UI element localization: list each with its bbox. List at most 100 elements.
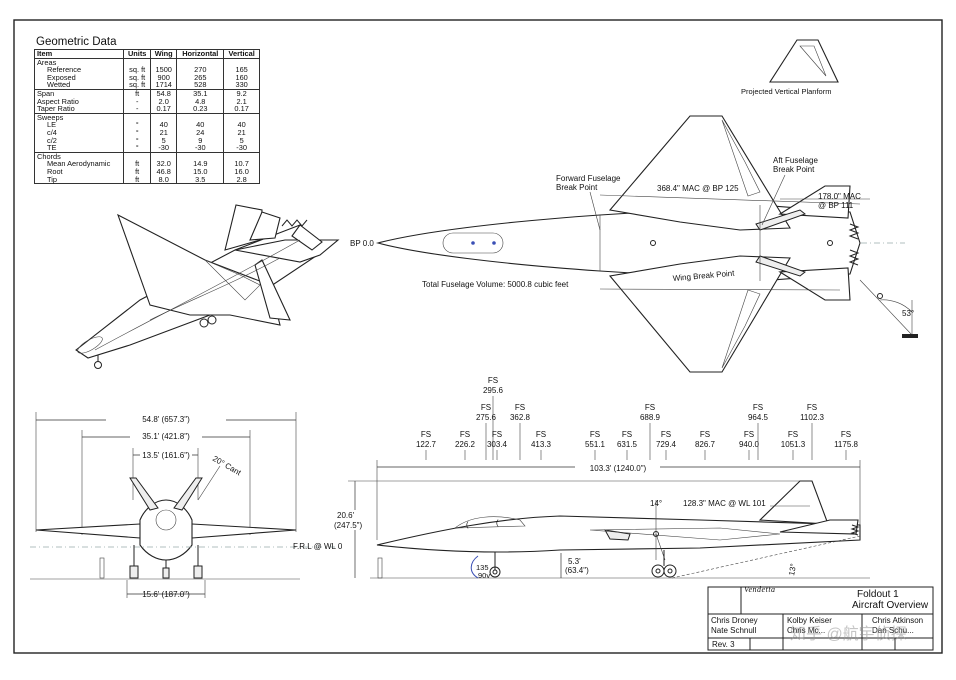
volume-label: Total Fuselage Volume: 5000.8 cubic feet [422,280,569,289]
station-prefix: FS [492,430,502,439]
author-name: Chris Mc... [787,626,826,635]
cell-wing: 1500 [150,66,178,74]
cant-label: 20° Cant [211,454,243,478]
horiz-mac-label-2: @ BP 111 [818,201,854,210]
wing-mac-label: 368.4" MAC @ BP 125 [657,184,739,193]
station-value: 551.1 [585,440,606,449]
station-prefix: FS [661,430,671,439]
cell-item: Tip [33,175,125,185]
cell-wing: 21 [150,129,178,137]
vert-mac-label: 128.3" MAC @ WL 101 [683,499,766,508]
cell-item: LE [33,121,125,129]
station-prefix: FS [622,430,632,439]
author-name: Chris Droney [711,616,758,625]
track-label: 15.6' (187.0") [142,590,190,599]
foldout-label: Foldout 1 [857,589,899,600]
cell-item: TE [33,144,125,153]
cell-horizontal: 14.9 [176,160,225,168]
forward-break-label-2: Break Point [556,183,598,192]
tail-angle-label: 13° [787,563,798,576]
cell-vertical: 0.17 [223,105,260,114]
column-header: Vertical [223,49,260,59]
empty-cell [223,151,260,161]
empty-cell [150,57,178,67]
column-header: Horizontal [176,49,225,59]
rotation-label-1: 135 [476,563,489,572]
svg-text:(: ( [466,520,469,529]
cell-item: Wetted [33,81,125,90]
cell-horizontal: 270 [176,66,225,74]
station-value: 362.8 [510,413,531,422]
cell-vertical: 21 [223,129,260,137]
station-value: 940.0 [739,440,760,449]
frl-label: F.R.L @ WL 0 [293,542,343,551]
forward-break-label-1: Forward Fuselage [556,174,621,183]
station-prefix: FS [590,430,600,439]
station-prefix: FS [744,430,754,439]
cell-wing: 1714 [150,81,178,90]
station-value: 275.6 [476,413,497,422]
cell-horizontal: 4.8 [176,97,225,106]
cell-vertical: 16.0 [223,168,260,176]
cell-horizontal: 9 [176,136,225,145]
empty-cell [223,57,260,67]
length-label: 103.3' (1240.0") [590,464,647,473]
projected-vertical-planform: Projected Vertical Planform [741,39,839,96]
sheet-border [13,19,943,654]
rotation-label-2: 90v [478,571,490,580]
aft-break-label-2: Break Point [773,165,815,174]
group-label: Chords [33,151,125,161]
table-group-row: Chords [33,151,260,161]
cell-vertical: 2.8 [223,175,260,185]
cell-horizontal: 15.0 [176,168,225,176]
front-view: 54.8' (657.3") 35.1' (421.8") 13.5' (161… [30,412,343,599]
cell-wing: -30 [150,144,178,153]
column-header: Wing [150,49,178,59]
cell-horizontal: 24 [176,129,225,137]
cell-item: Root [33,168,125,176]
station-value: 964.5 [748,413,769,422]
cell-units: - [123,105,152,114]
cell-item: Aspect Ratio [33,97,125,106]
geometric-data-table: Item Units Wing Horizontal Vertical Area… [33,49,260,185]
cell-item: c/4 [33,129,125,137]
station-prefix: FS [421,430,431,439]
cell-item: Taper Ratio [33,105,125,114]
gear-height-label-2: (63.4") [565,566,589,575]
station-prefix: FS [536,430,546,439]
height-label-1: 20.6' [337,511,355,520]
station-value: 729.4 [656,440,677,449]
cell-wing: 900 [150,74,178,82]
cell-wing: 46.8 [150,168,178,176]
station-value: 226.2 [455,440,476,449]
station-prefix: FS [807,403,817,412]
revision-label: Rev. 3 [712,640,735,649]
empty-cell [176,57,225,67]
station-prefix: FS [460,430,470,439]
cell-item: Span [33,88,125,98]
station-value: 413.3 [531,440,552,449]
empty-cell [176,151,225,161]
cell-vertical: 5 [223,136,260,145]
table-group-row: Sweeps [33,112,260,122]
station-prefix: FS [788,430,798,439]
station-value: 295.6 [483,386,504,395]
cell-wing: 0.17 [150,105,178,114]
station-value: 826.7 [695,440,716,449]
cell-vertical: 9.2 [223,88,260,98]
side-view: FS122.7FS226.2FS275.6FS295.6FS303.4FS362… [334,376,870,580]
station-value: 631.5 [617,440,638,449]
bp-label: BP 0.0 [350,239,374,248]
